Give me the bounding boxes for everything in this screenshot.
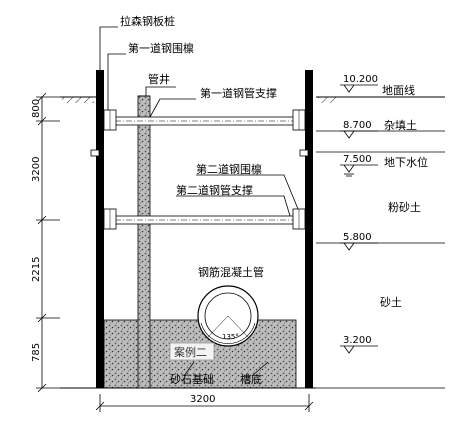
vertical-dimension	[36, 92, 60, 393]
bracket-marks	[90, 149, 309, 157]
angle-label: 135°	[222, 333, 239, 341]
ground-line-label: 地面线	[382, 83, 415, 97]
trench-bottom-label: 槽底	[240, 372, 262, 386]
strut-2	[103, 215, 306, 225]
dim-785: 785	[31, 343, 42, 362]
manhole-column	[137, 95, 151, 389]
waler-2-label: 第二道钢围檩	[196, 162, 262, 176]
sheet-pile-right	[305, 70, 313, 388]
pipe-label: 钢筋混凝土管	[198, 265, 264, 279]
elevation-bottom: 3.200	[343, 335, 372, 346]
dim-2215: 2215	[31, 257, 42, 282]
dim-width: 3200	[190, 394, 215, 405]
sheet-pile-label: 拉森钢板桩	[120, 14, 175, 28]
dim-800: 800	[31, 99, 42, 118]
horizontal-dimension	[95, 394, 314, 412]
elevation-silt-bottom: 5.800	[343, 232, 372, 243]
waler-1-label: 第一道钢围檩	[128, 41, 194, 55]
elevation-fill-bottom: 8.700	[343, 120, 372, 131]
svg-text:案例二: 案例二	[174, 345, 207, 359]
watermark-box: 案例二	[169, 342, 215, 361]
elevation-markers	[316, 84, 445, 354]
strut-1	[103, 116, 306, 126]
gravel-base-label: 砂石基础	[170, 373, 214, 386]
strut-2-label: 第二道钢管支撑	[176, 183, 253, 197]
dim-3200: 3200	[31, 157, 42, 182]
fill-soil-label: 杂填土	[384, 118, 417, 132]
leader-lines	[99, 26, 299, 377]
silty-sand-label: 粉砂土	[388, 201, 421, 214]
strut-1-label: 第一道钢管支撑	[200, 86, 277, 100]
concrete-pipe	[197, 285, 259, 347]
manhole-label: 管井	[148, 72, 170, 86]
sand-label: 砂土	[380, 296, 402, 309]
sheet-pile-left	[96, 70, 104, 388]
elevation-ground: 10.200	[343, 74, 378, 85]
water-table-label: 地下水位	[384, 155, 428, 169]
elevation-water: 7.500	[343, 154, 372, 165]
ground-surface	[60, 96, 445, 103]
